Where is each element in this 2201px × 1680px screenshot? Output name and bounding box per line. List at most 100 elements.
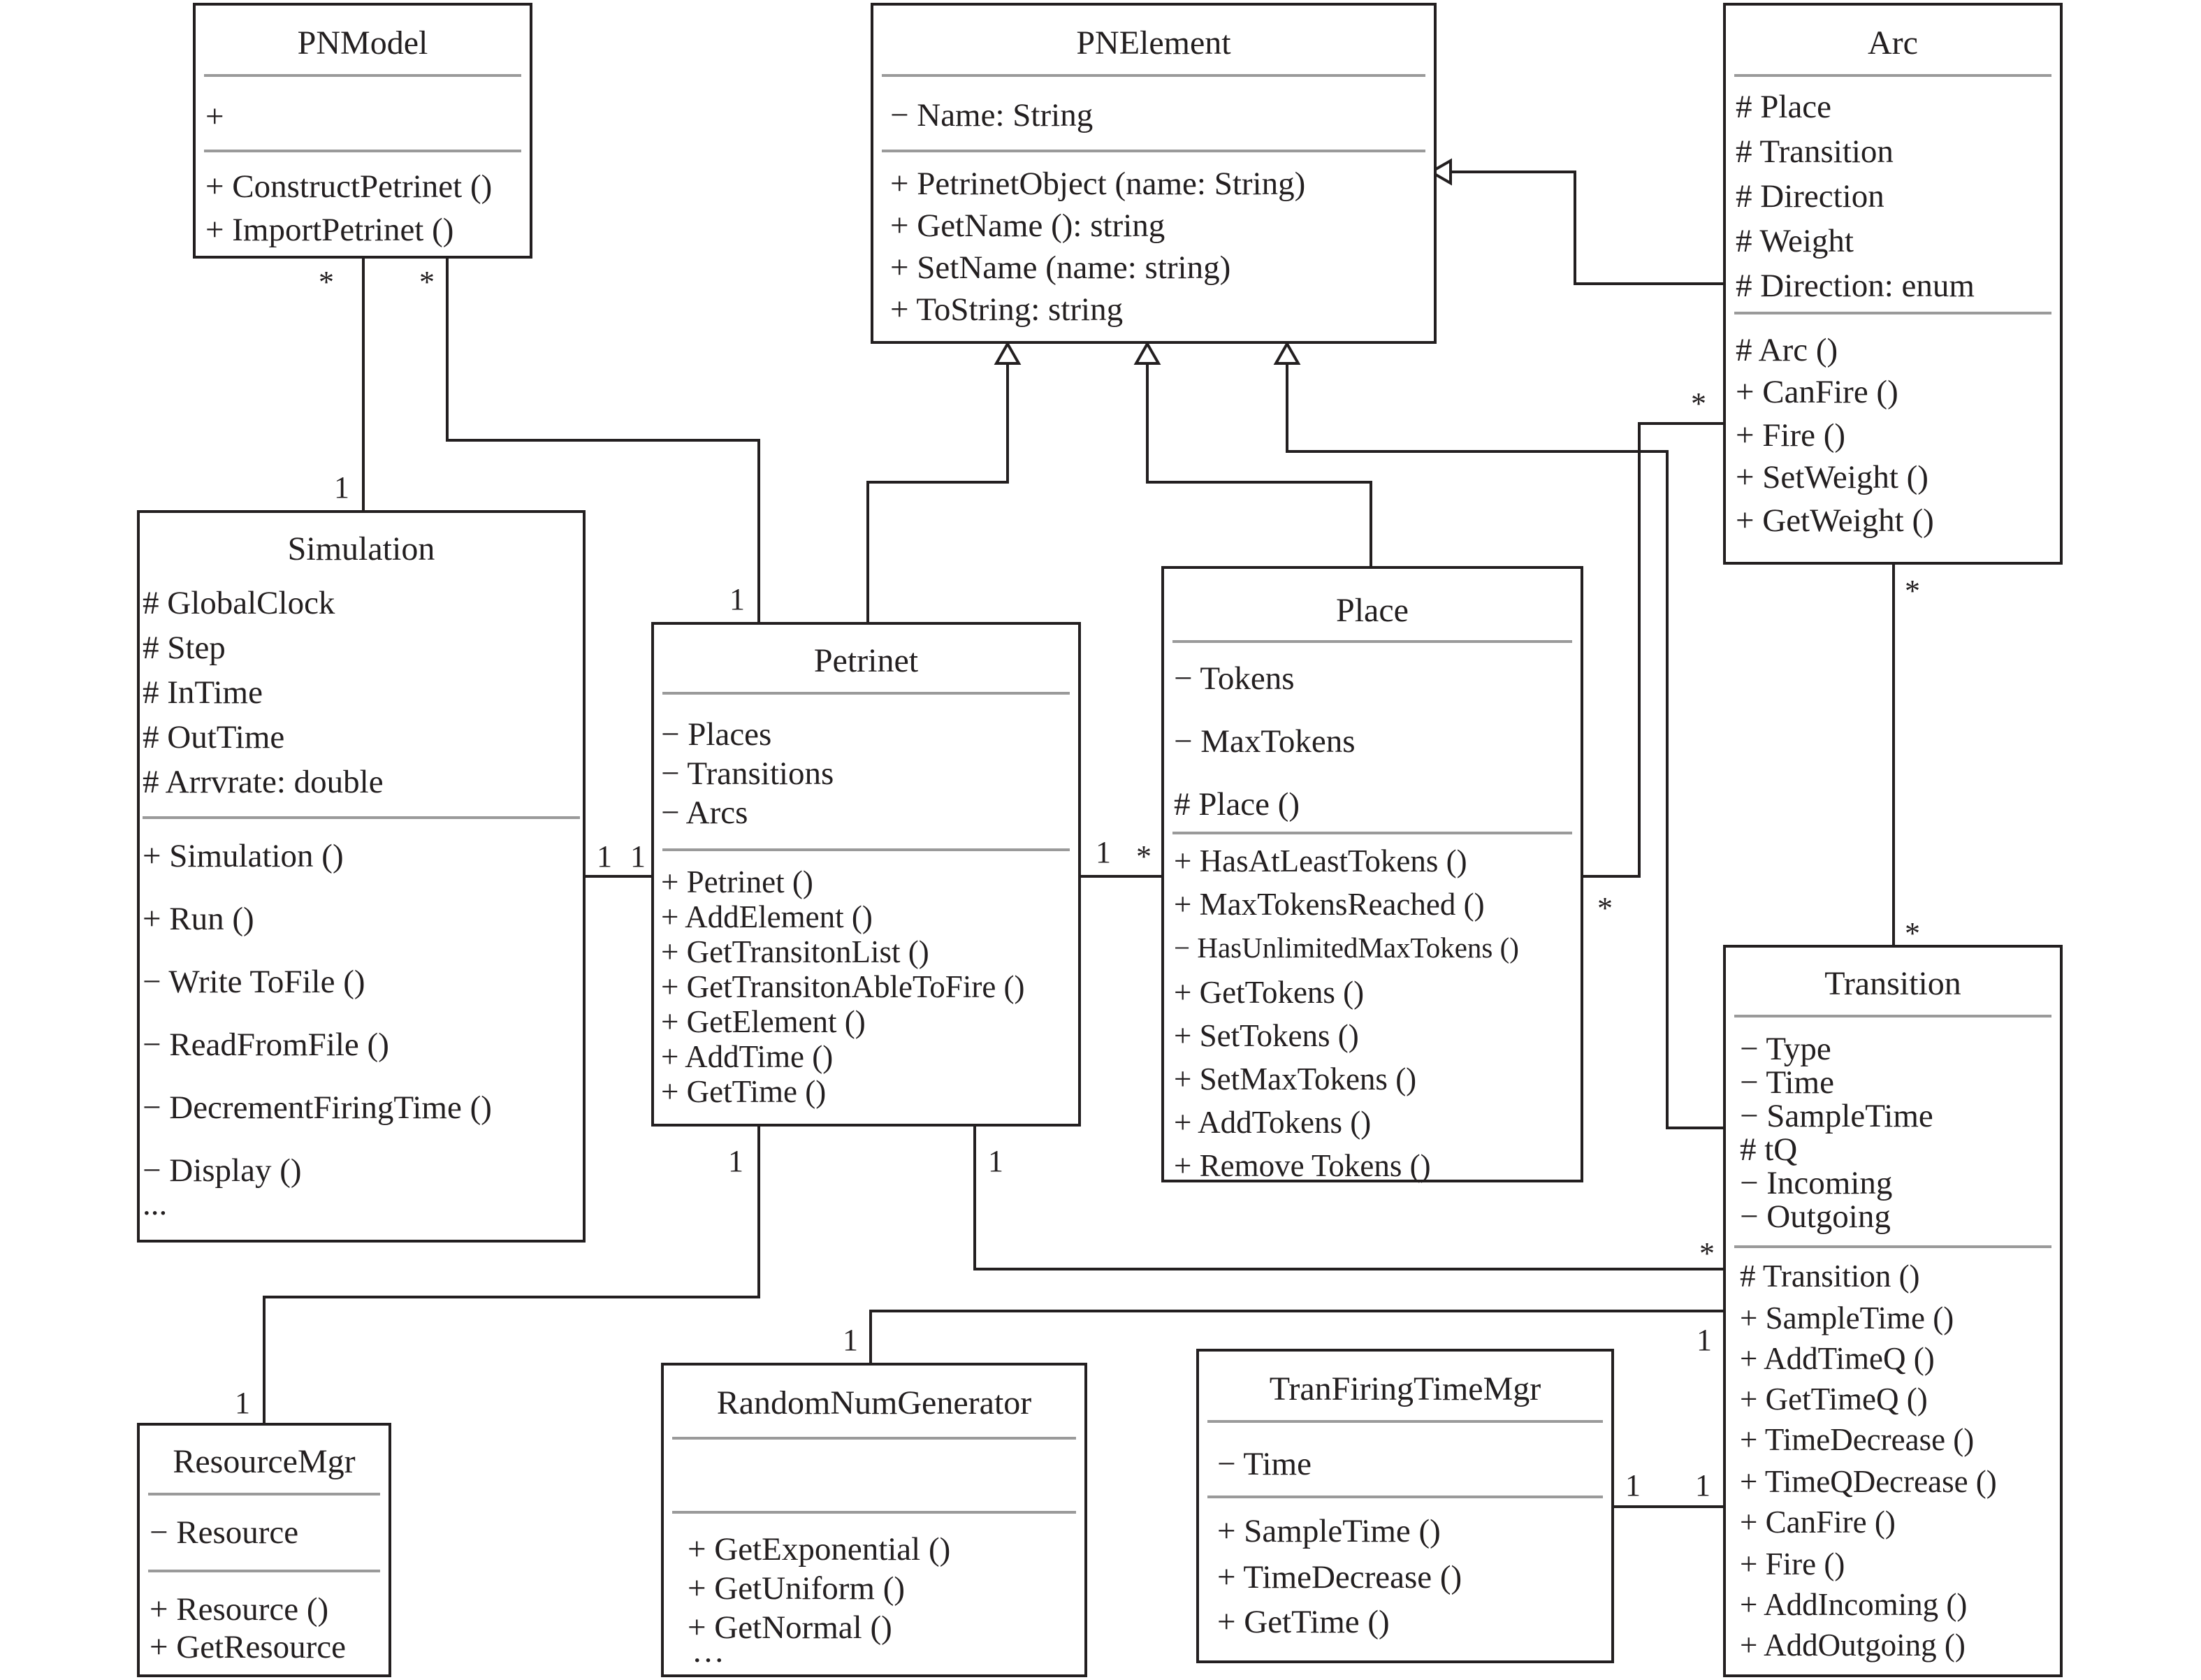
multiplicity-label: 1 [235,1386,250,1420]
attribute: # Step [143,630,226,666]
compartment-divider [148,1493,380,1496]
compartment-divider [1734,312,2051,314]
attribute: # Direction: enum [1736,268,1975,304]
operation: + AddTimeQ () [1740,1341,1935,1376]
generalization-transition [1286,363,1723,1129]
operation: + GetTime () [661,1074,827,1109]
multiplicity-label: * [1905,916,1920,950]
operation: + SetWeight () [1736,459,1928,495]
attribute: # Weight [1736,223,1854,259]
operation: + AddTokens () [1174,1105,1372,1140]
multiplicity-label: 1 [1625,1468,1641,1502]
multiplicity-label: 1 [597,839,612,874]
operation: + AddIncoming () [1740,1587,1968,1622]
operation: − ReadFromFile () [143,1027,389,1063]
attribute: # Direction [1736,178,1884,215]
generalization-arc [1451,171,1723,285]
operation: + GetTokens () [1174,975,1365,1010]
compartment-divider [204,74,521,77]
multiplicity-label: 1 [988,1144,1003,1178]
class-place: Place − Tokens − MaxTokens # Place () + … [1161,566,1583,1182]
class-transition: Transition − Type − Time − SampleTime # … [1723,945,2063,1677]
link-pnmodel-petrinet [446,259,760,622]
multiplicity-label: 1 [1096,835,1111,869]
class-name: Place [1336,592,1409,629]
operation: + SetName (name: string) [890,249,1231,286]
compartment-divider [662,848,1070,851]
multiplicity-label: 1 [843,1323,858,1357]
class-petrinet: Petrinet − Places − Transitions − Arcs +… [651,622,1081,1127]
operation: + GetName (): string [890,208,1165,244]
operation: − Display () [143,1152,302,1189]
compartment-divider [148,1570,380,1572]
class-name: Simulation [287,530,435,567]
class-name: Transition [1824,965,1961,1002]
class-tranfiringtimemgr: TranFiringTimeMgr − Time + SampleTime ()… [1196,1349,1614,1663]
attribute: − Arcs [661,795,748,831]
operation: + TimeDecrease () [1740,1422,1975,1457]
operation: + TimeQDecrease () [1740,1464,1997,1499]
multiplicity-label: 1 [334,470,349,505]
multiplicity-label: 1 [728,1144,743,1178]
attribute: # InTime [143,674,263,711]
operation: + ConstructPetrinet () [205,168,493,205]
class-resourcemgr: ResourceMgr − Resource + Resource () + G… [137,1423,391,1677]
compartment-divider [882,150,1425,152]
operation: − HasUnlimitedMaxTokens () [1174,932,1519,964]
attribute: # Place () [1174,786,1300,823]
multiplicity-label: * [319,265,334,299]
compartment-divider [1172,640,1572,643]
operation: + GetExponential () [688,1531,951,1567]
link-petrinet-resourcemgr [263,1127,760,1423]
multiplicity-label: 1 [729,582,745,616]
operation: + AddElement () [661,899,873,934]
compartment-divider [1734,1015,2051,1018]
multiplicity-label: 1 [1697,1323,1712,1357]
class-pnelement: PNElement − Name: String + PetrinetObjec… [871,3,1437,344]
operation: ... [143,1186,168,1222]
generalization-arrowhead [1133,340,1161,365]
operation: + GetResource [150,1629,346,1665]
multiplicity-label: * [1597,891,1613,925]
attribute: − Places [661,716,772,753]
compartment-divider [1172,832,1572,834]
multiplicity-label: 1 [630,839,646,874]
class-name: Petrinet [813,642,919,679]
compartment-divider [1207,1420,1603,1423]
operation: + AddTime () [661,1039,834,1074]
operation: + ToString: string [890,291,1124,328]
attribute: − Tokens [1174,660,1295,697]
operation: + AddOutgoing () [1740,1628,1966,1663]
attribute: # Arrvrate: double [143,764,384,800]
generalization-arrowhead [1428,158,1452,186]
operation: + Resource () [150,1591,329,1628]
class-name: PNElement [1076,24,1231,61]
operation: + GetTransitonAbleToFire () [661,969,1025,1004]
generalization-place [1146,363,1372,566]
operation: + Simulation () [143,838,344,874]
compartment-divider [672,1511,1076,1514]
operation: − DecrementFiringTime () [143,1089,492,1126]
compartment-divider [662,692,1070,695]
compartment-divider [882,74,1425,77]
generalization-arrowhead [1273,340,1301,365]
class-name: Arc [1868,24,1918,61]
operation: + PetrinetObject (name: String) [890,166,1306,202]
attribute: − SampleTime [1740,1098,1933,1134]
operation: + GetNormal () [688,1609,892,1646]
operation: + CanFire () [1740,1505,1896,1540]
generalization-petrinet [866,363,1009,622]
multiplicity-label: * [1905,574,1920,608]
attribute: + [205,99,224,135]
operation: + GetWeight () [1736,502,1934,539]
operation: + TimeDecrease () [1217,1559,1462,1595]
multiplicity-label: * [1136,839,1152,874]
multiplicity-label: * [419,265,435,299]
operation: + Remove Tokens () [1174,1148,1431,1183]
attribute: # OutTime [143,719,285,755]
operation: + SetMaxTokens () [1174,1062,1417,1096]
operation: # Transition () [1740,1259,1920,1294]
link-transition-randomnumgenerator [869,1310,1723,1363]
compartment-divider [1207,1496,1603,1498]
operation: + GetTransitonList () [661,934,929,969]
